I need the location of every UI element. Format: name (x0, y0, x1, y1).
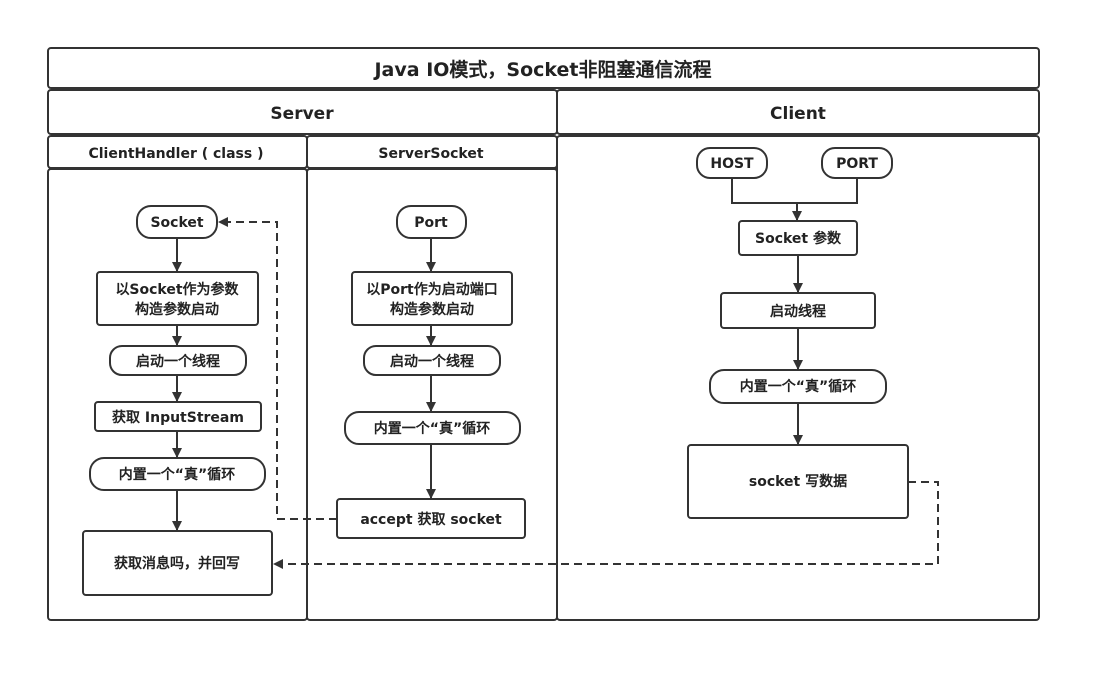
host-label: HOST (710, 156, 754, 172)
get-inputstream-label: 获取 InputStream (112, 409, 244, 426)
client-handler-title: ClientHandler ( class ) (88, 146, 263, 162)
handler-construct-label-2: 构造参数启动 (135, 301, 219, 318)
server-lane-title: Server (270, 104, 334, 124)
title-bar (47, 47, 1040, 89)
handler-construct-label-1: 以Socket作为参数 (115, 281, 239, 298)
get-message-node (82, 530, 273, 596)
socket-label: Socket (150, 215, 203, 231)
server-construct-label-1: 以Port作为启动端口 (366, 281, 497, 298)
client-lane (556, 135, 1040, 621)
handler-start-thread-label: 启动一个线程 (136, 353, 220, 370)
server-loop-node (344, 411, 521, 445)
dashed-accept-to-socket (218, 217, 337, 520)
get-message-label: 获取消息吗，并回写 (114, 555, 240, 572)
server-construct-label-2: 构造参数启动 (390, 301, 474, 318)
port-client-label: PORT (836, 156, 878, 172)
accept-label: accept 获取 socket (360, 511, 502, 528)
port-label: Port (414, 215, 448, 231)
server-start-thread-label: 启动一个线程 (390, 353, 474, 370)
host-port-join-connector (731, 178, 858, 204)
server-socket-title: ServerSocket (378, 146, 483, 162)
write-data-label: socket 写数据 (749, 473, 847, 490)
handler-loop-label: 内置一个“真”循环 (119, 466, 235, 483)
diagram-title: Java IO模式，Socket非阻塞通信流程 (372, 58, 711, 81)
client-start-thread-label: 启动线程 (770, 303, 826, 320)
client-lane-header (556, 89, 1040, 135)
socket-params-label: Socket 参数 (755, 230, 842, 247)
client-lane-title: Client (770, 104, 826, 124)
client-loop-label: 内置一个“真”循环 (740, 378, 856, 395)
dashed-write-to-message (273, 481, 939, 569)
server-loop-label: 内置一个“真”循环 (374, 420, 490, 437)
